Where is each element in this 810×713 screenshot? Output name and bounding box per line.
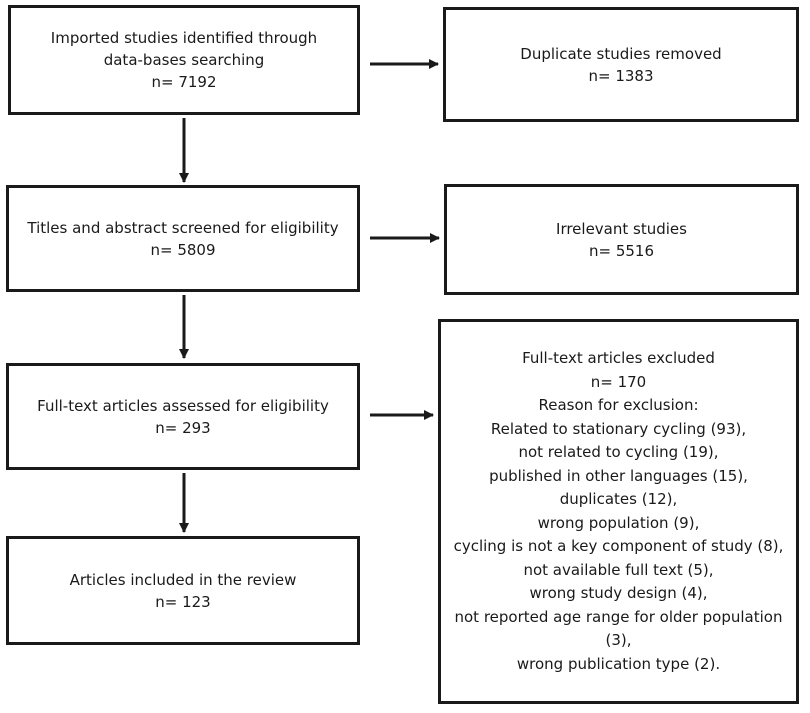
exclusion-reason: wrong population (9),	[537, 513, 700, 532]
duplicates-count: n= 1383	[588, 66, 654, 85]
screened-box: Titles and abstract screened for eligibi…	[6, 185, 360, 292]
exclusion-reason: cycling is not a key component of study …	[453, 537, 784, 555]
excluded-title: Full-text articles excluded	[522, 349, 715, 367]
exclusion-reason: not related to cycling (19),	[518, 443, 719, 461]
identified-title: Imported studies identified through data…	[50, 29, 318, 69]
irrelevant-count: n= 5516	[588, 241, 655, 260]
exclusion-reason: (3),	[605, 631, 632, 649]
screened-title: Titles and abstract screened for eligibi…	[27, 218, 339, 237]
duplicates-box: Duplicate studies removed n= 1383	[443, 7, 799, 122]
included-title: Articles included in the review	[69, 570, 297, 589]
duplicates-title: Duplicate studies removed	[520, 44, 722, 63]
screened-count: n= 5809	[150, 240, 216, 259]
irrelevant-title: Irrelevant studies	[556, 219, 687, 238]
exclusion-reason: wrong publication type (2).	[516, 654, 721, 673]
exclusion-reason-header: Reason for exclusion:	[538, 396, 699, 414]
assessed-box: Full-text articles assessed for eligibil…	[6, 363, 360, 470]
exclusion-reason: published in other languages (15),	[489, 466, 748, 485]
assessed-count: n= 293	[155, 418, 211, 437]
identified-box: Imported studies identified through data…	[8, 5, 360, 115]
excluded-count: n= 170	[590, 372, 647, 391]
included-box: Articles included in the review n= 123	[6, 536, 360, 645]
assessed-title: Full-text articles assessed for eligibil…	[37, 396, 329, 415]
exclusion-reason: wrong study design (4),	[529, 584, 708, 602]
exclusion-reason: not reported age range for older populat…	[454, 607, 783, 626]
irrelevant-box: Irrelevant studies n= 5516	[444, 184, 799, 295]
excluded-box: Full-text articles excluded n= 170 Reaso…	[438, 319, 799, 704]
exclusion-reason: not available full text (5),	[523, 560, 714, 579]
exclusion-reason: Related to stationary cycling (93),	[490, 419, 747, 438]
included-count: n= 123	[155, 592, 211, 611]
identified-count: n= 7192	[151, 73, 217, 91]
exclusion-reason: duplicates (12),	[559, 490, 678, 508]
